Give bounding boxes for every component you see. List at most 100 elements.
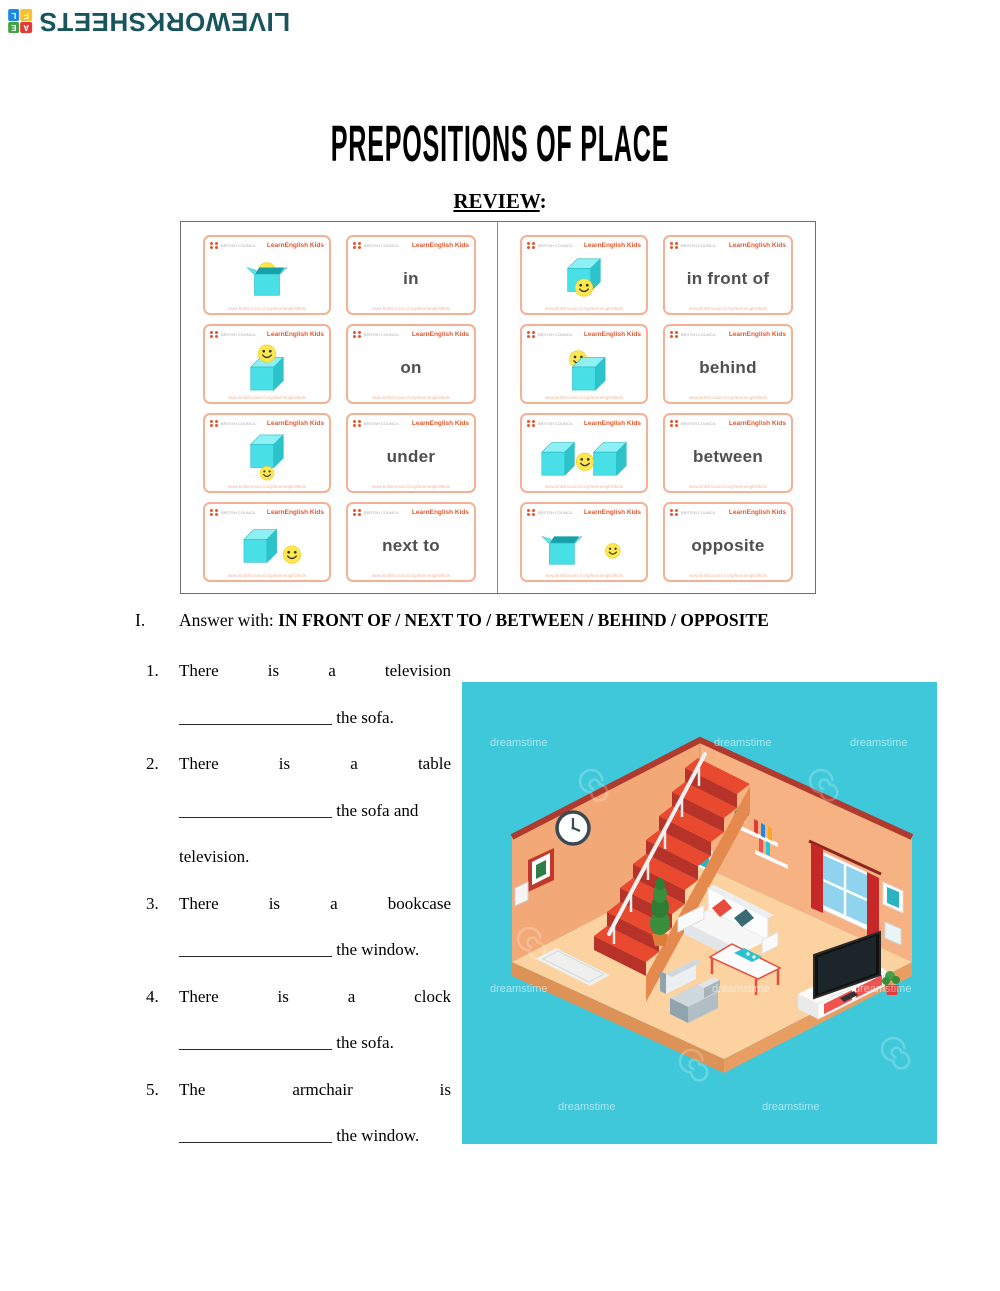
- question-4: 4. There is a clock __________________ t…: [146, 974, 451, 1067]
- bookshelf: [734, 805, 788, 869]
- preposition-word: under: [386, 446, 436, 466]
- question-number: 4.: [146, 986, 159, 1006]
- question-number: 5.: [146, 1079, 159, 1099]
- flashcard-word-in: BRITISH COUNCIL LearnEnglish Kids in www…: [346, 235, 476, 315]
- flashcard-picture-on: BRITISH COUNCIL LearnEnglish Kids www.br…: [203, 324, 331, 404]
- flashcard-header: BRITISH COUNCIL LearnEnglish Kids: [522, 237, 646, 251]
- flashcard-word-between: BRITISH COUNCIL LearnEnglish Kids betwee…: [663, 413, 793, 493]
- houseplant-icon: [650, 878, 670, 946]
- preposition-word: behind: [699, 357, 757, 377]
- answer-blank[interactable]: __________________: [179, 1033, 332, 1052]
- preposition-word: opposite: [691, 535, 765, 555]
- british-council-logo-icon: [353, 330, 361, 339]
- question-text: The armchair is: [179, 1079, 451, 1099]
- on-picture-icon: [250, 343, 284, 390]
- logo-text: LIVEWORKSHEETS: [39, 7, 291, 37]
- armchair: [660, 959, 720, 1023]
- flashcard-header: BRITISH COUNCIL LearnEnglish Kids: [348, 415, 474, 429]
- watermark-text: dreamstime: [490, 737, 547, 749]
- between-picture-icon: [541, 441, 627, 476]
- review-label: REVIEW: [453, 189, 540, 213]
- behind-picture-icon: [568, 349, 606, 390]
- flashcard-picture-between: BRITISH COUNCIL LearnEnglish Kids www.br…: [520, 413, 648, 493]
- watermark-text: dreamstime: [850, 737, 907, 749]
- british-council-logo-icon: [527, 508, 535, 517]
- section-heading: I. Answer with: IN FRONT OF / NEXT TO / …: [135, 610, 769, 631]
- review-heading: REVIEW:: [453, 189, 547, 213]
- watermark-text: dreamstime: [712, 983, 769, 995]
- flashcard-header: BRITISH COUNCIL LearnEnglish Kids: [522, 504, 646, 518]
- flashcard-word-on: BRITISH COUNCIL LearnEnglish Kids on www…: [346, 324, 476, 404]
- flashcard-header: BRITISH COUNCIL LearnEnglish Kids: [522, 415, 646, 429]
- flashcard-word-under: BRITISH COUNCIL LearnEnglish Kids under …: [346, 413, 476, 493]
- curtains-icon: [808, 839, 882, 943]
- window: [808, 839, 882, 943]
- flashcard-header: BRITISH COUNCIL LearnEnglish Kids: [205, 237, 329, 251]
- liveworksheets-icon: A E F L: [8, 9, 32, 34]
- flashcard-header: BRITISH COUNCIL LearnEnglish Kids: [522, 326, 646, 340]
- question-text: the window.: [336, 1126, 420, 1145]
- card-url: www.britishcouncil.org/learnenglishkids: [227, 306, 307, 311]
- british-council-logo-icon: [527, 330, 535, 339]
- flashcard-picture-under: BRITISH COUNCIL LearnEnglish Kids www.br…: [203, 413, 331, 493]
- british-council-logo-icon: [353, 508, 361, 517]
- wall-clock-icon: [555, 810, 591, 846]
- flashcard-header: BRITISH COUNCIL LearnEnglish Kids: [348, 504, 474, 518]
- preposition-word: on: [400, 357, 422, 377]
- page-title: PREPOSITIONS OF PLACE: [330, 116, 670, 173]
- preposition-word: between: [692, 446, 764, 466]
- flashcards-group-right: BRITISH COUNCIL LearnEnglish Kids www.br…: [498, 222, 815, 593]
- flashcard-header: BRITISH COUNCIL LearnEnglish Kids: [665, 415, 791, 429]
- question-text: There is a bookcase: [179, 893, 451, 913]
- section-prefix: Answer with:: [179, 610, 279, 630]
- flashcard-picture-behind: BRITISH COUNCIL LearnEnglish Kids www.br…: [520, 324, 648, 404]
- question-number: 1.: [146, 661, 159, 680]
- flashcard-header: BRITISH COUNCIL LearnEnglish Kids: [665, 504, 791, 518]
- flashcard-picture-next-to: BRITISH COUNCIL LearnEnglish Kids www.br…: [203, 502, 331, 582]
- flashcard-word-in-front-of: BRITISH COUNCIL LearnEnglish Kids in fro…: [663, 235, 793, 315]
- british-council-logo-icon: [670, 330, 678, 339]
- flashcard-header: BRITISH COUNCIL LearnEnglish Kids: [205, 326, 329, 340]
- answer-blank[interactable]: __________________: [179, 707, 332, 727]
- question-text: television.: [179, 847, 250, 866]
- british-council-logo-icon: [210, 508, 218, 517]
- blue-pillow-icon: [734, 909, 754, 927]
- small-plant-icon: [882, 971, 900, 995]
- question-text: There is a television: [179, 661, 451, 680]
- rug: [536, 948, 610, 986]
- question-text: the sofa.: [336, 707, 394, 727]
- watermarks: dreamstime dreamstime dreamstime dreamst…: [490, 737, 911, 1113]
- flashcard-picture-in-front-of: BRITISH COUNCIL LearnEnglish Kids www.br…: [520, 235, 648, 315]
- british-council-logo-icon: [527, 419, 535, 428]
- flashcards-panel: BRITISH COUNCIL LearnEnglish Kids www.br…: [180, 221, 816, 594]
- preposition-word: in front of: [686, 268, 770, 288]
- next-to-picture-icon: [243, 528, 302, 564]
- answer-blank[interactable]: __________________: [179, 940, 332, 959]
- question-5: 5. The armchair is __________________ th…: [146, 1067, 451, 1160]
- watermark-text: dreamstime: [714, 737, 771, 749]
- in-picture-icon: [246, 261, 288, 296]
- british-council-logo-icon: [210, 241, 218, 250]
- section-numeral: I.: [135, 610, 146, 630]
- watermark-text: dreamstime: [490, 983, 547, 995]
- answer-blank[interactable]: __________________: [179, 1126, 332, 1145]
- flashcard-picture-in: BRITISH COUNCIL LearnEnglish Kids www.br…: [203, 235, 331, 315]
- watermark-text: dreamstime: [854, 983, 911, 995]
- preposition-word: in: [403, 268, 419, 288]
- question-2: 2. There is a table __________________ t…: [146, 741, 451, 881]
- section-options: IN FRONT OF / NEXT TO / BETWEEN / BEHIND…: [278, 610, 769, 630]
- question-text: the sofa and: [336, 800, 419, 820]
- british-council-logo-icon: [353, 419, 361, 428]
- liveworksheets-logo: LIVEWORKSHEETS A E F L: [8, 6, 290, 37]
- opposite-picture-icon: [541, 535, 621, 565]
- flashcard-word-next-to: BRITISH COUNCIL LearnEnglish Kids next t…: [346, 502, 476, 582]
- question-text: the sofa.: [336, 1033, 394, 1052]
- flashcard-picture-opposite: BRITISH COUNCIL LearnEnglish Kids www.br…: [520, 502, 648, 582]
- question-number: 2.: [146, 754, 159, 773]
- question-text: There is a clock: [179, 986, 451, 1006]
- british-council-logo-icon: [670, 241, 678, 250]
- brand-small-label: BRITISH COUNCIL: [221, 243, 256, 248]
- answer-blank[interactable]: __________________: [179, 800, 332, 820]
- flashcard-header: BRITISH COUNCIL LearnEnglish Kids: [665, 326, 791, 340]
- question-3: 3. There is a bookcase _________________…: [146, 881, 451, 974]
